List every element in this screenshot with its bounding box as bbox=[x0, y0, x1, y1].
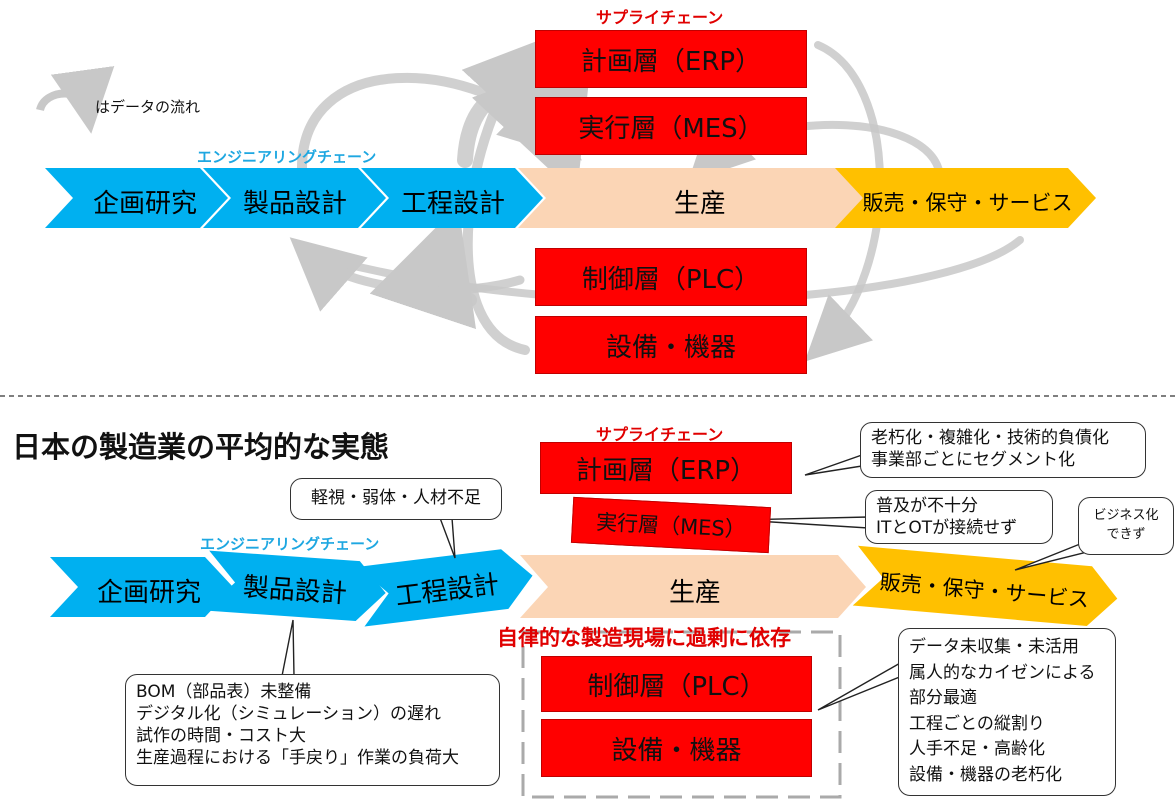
chevron-label-planning: 企画研究 bbox=[92, 189, 197, 219]
chevron-sales-bottom bbox=[852, 545, 1118, 627]
layer-equipment-bottom: 設備・機器 bbox=[541, 719, 812, 777]
legend-arrow-icon bbox=[36, 65, 115, 134]
layer-equipment: 設備・機器 bbox=[535, 316, 807, 374]
pointer-design bbox=[438, 517, 456, 559]
callout-factory-line: 人手不足・高齢化 bbox=[909, 739, 1045, 759]
callout-erp: 老朽化・複雑化・技術的負債化 事業部ごとにセグメント化 bbox=[860, 422, 1146, 478]
flow-arrow-plc-to-process bbox=[369, 205, 477, 330]
supply-chain-title-bottom: サプライチェーン bbox=[596, 425, 724, 444]
chevron-production-bottom bbox=[520, 555, 866, 618]
callout-factory-line: 設備・機器の老朽化 bbox=[909, 764, 1062, 785]
chevron-label-process-design: 工程設計 bbox=[400, 189, 505, 219]
callout-erp-line: 事業部ごとにセグメント化 bbox=[871, 450, 1075, 470]
engineering-chain-title-bottom: エンジニアリングチェーン bbox=[200, 535, 380, 553]
top-chevrons bbox=[45, 168, 1096, 228]
callout-mes-line: 普及が不十分 bbox=[876, 496, 978, 516]
layer-plc-bottom: 制御層（PLC） bbox=[541, 656, 812, 712]
callout-mes-line: ITとOTが接続せず bbox=[876, 518, 1018, 538]
chevron-planning bbox=[45, 168, 228, 228]
callout-factory-line: データ未収集・未活用 bbox=[909, 637, 1079, 657]
bottom-chevrons bbox=[50, 545, 1118, 627]
bottom-heading: 日本の製造業の平均的な実態 bbox=[12, 430, 390, 464]
pointer-factory bbox=[817, 660, 903, 711]
chevron-label-production-bottom: 生産 bbox=[668, 578, 721, 608]
emphasis-overdependence: 自律的な製造現場に過剰に依存 bbox=[497, 626, 791, 650]
chevron-product-design bbox=[203, 168, 386, 228]
layer-erp-bottom: 計画層（ERP） bbox=[540, 442, 792, 494]
callout-sales: ビジネス化 できず bbox=[1078, 497, 1174, 555]
chevron-product-design-bottom bbox=[205, 550, 386, 622]
callout-mes: 普及が不十分 ITとOTが接続せず bbox=[865, 490, 1053, 544]
pointer-erp bbox=[804, 454, 863, 476]
factory-dashed-box bbox=[521, 630, 842, 799]
callout-factory: データ未収集・未活用 属人的なカイゼンによる 部分最適 工程ごとの縦割り 人手不… bbox=[898, 628, 1116, 796]
layer-mes: 実行層（MES） bbox=[535, 97, 807, 155]
callout-bom-line: 生産過程における「手戻り」作業の負荷大 bbox=[136, 748, 459, 768]
callout-factory-line: 部分最適 bbox=[909, 688, 977, 708]
chevron-production bbox=[518, 168, 873, 228]
layer-plc: 制御層（PLC） bbox=[535, 248, 807, 306]
chevron-label-sales: 販売・保守・サービス bbox=[862, 191, 1073, 215]
chevron-label-product-design: 製品設計 bbox=[242, 189, 347, 219]
supply-chain-title: サプライチェーン bbox=[596, 8, 724, 27]
callout-bom-line: デジタル化（シミュレーション）の遅れ bbox=[136, 704, 441, 724]
callout-bom-line: BOM（部品表）未整備 bbox=[136, 682, 312, 702]
callout-factory-line: 工程ごとの縦割り bbox=[909, 713, 1045, 734]
callout-sales-line: ビジネス化 bbox=[1093, 508, 1159, 523]
callout-bom-line: 試作の時間・コスト大 bbox=[136, 726, 306, 746]
callout-design-text: 軽視・弱体・人材不足 bbox=[311, 488, 481, 508]
chevron-process-design bbox=[361, 168, 543, 228]
callout-design-weak: 軽視・弱体・人材不足 bbox=[290, 478, 502, 520]
callout-sales-line: できず bbox=[1106, 527, 1146, 542]
chevron-label-production: 生産 bbox=[673, 189, 726, 219]
chevron-sales bbox=[835, 168, 1096, 228]
pointer-bom bbox=[281, 619, 295, 677]
callout-factory-line: 属人的なカイゼンによる bbox=[909, 662, 1096, 683]
callout-bom: BOM（部品表）未整備 デジタル化（シミュレーション）の遅れ 試作の時間・コスト… bbox=[125, 674, 500, 786]
chevron-planning-bottom bbox=[50, 557, 233, 617]
layer-erp: 計画層（ERP） bbox=[535, 30, 807, 88]
engineering-chain-title: エンジニアリングチェーン bbox=[197, 148, 377, 166]
callout-erp-line: 老朽化・複雑化・技術的負債化 bbox=[871, 428, 1109, 448]
chevron-label-planning-bottom: 企画研究 bbox=[96, 578, 201, 608]
chevron-process-design-bottom bbox=[357, 549, 533, 627]
legend-text: はデータの流れ bbox=[95, 98, 201, 116]
